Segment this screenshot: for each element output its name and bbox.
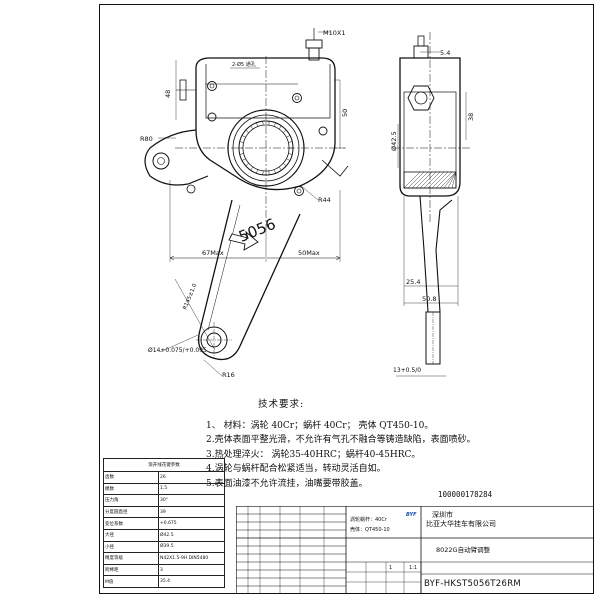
title-block: 涡轮蜗杆：40Cr 壳体：QT450-10 深圳市 比亚大华挂车有限公司 802… bbox=[236, 506, 594, 594]
drawing-code: BYF-HKST5056T26RM bbox=[424, 579, 522, 589]
dim-d14: Ø14+0.075/+0.095 bbox=[148, 347, 207, 354]
requirement-line: 5.表面油漆不允许流挂，油嘴要带胶盖。 bbox=[206, 478, 368, 489]
scale-ratio: 1:1 bbox=[409, 565, 418, 571]
technical-requirements: 技术要求: 1、 材料：涡轮 40Cr；蜗杆 40Cr； 壳体 QT450-10… bbox=[206, 398, 506, 492]
dim-13: 13+0.5/0 bbox=[393, 367, 421, 374]
dim-r80: R80 bbox=[140, 135, 153, 143]
dim-67max: 67Max bbox=[202, 249, 224, 257]
title-block-grid bbox=[236, 506, 594, 594]
dim-2-holes: 2-Ø5 通孔 bbox=[232, 61, 256, 68]
scale-sheet: 1 bbox=[389, 565, 393, 571]
dim-m10x1: M10X1 bbox=[323, 29, 345, 37]
dimension-labels: M10X1 5.4 2-Ø5 通孔 48 50 38 R80 R44 Ø42.5… bbox=[140, 29, 475, 379]
dim-38: 38 bbox=[467, 113, 475, 121]
requirement-line: 1、 材料：涡轮 40Cr；蜗杆 40Cr； 壳体 QT450-10。 bbox=[206, 420, 434, 431]
front-view bbox=[144, 28, 349, 377]
drawing-name: 8022G自动臂调整 bbox=[436, 546, 491, 554]
dim-50: 50 bbox=[341, 109, 349, 117]
document-number: 100000178284 bbox=[438, 490, 493, 499]
material-housing: 壳体：QT450-10 bbox=[350, 527, 390, 533]
company-logo: BYF bbox=[406, 512, 417, 518]
dim-5-4: 5.4 bbox=[440, 49, 450, 57]
requirement-line: 3.热处理淬火： 涡轮35-40HRC；蜗杆40-45HRC。 bbox=[206, 449, 421, 460]
dim-48: 48 bbox=[164, 90, 172, 98]
dim-r16: R16 bbox=[222, 371, 235, 379]
company-city: 深圳市 bbox=[432, 511, 453, 519]
material-worm: 涡轮蜗杆：40Cr bbox=[350, 517, 387, 523]
side-view bbox=[392, 32, 470, 377]
dim-25-4: 25.4 bbox=[406, 278, 420, 286]
dim-r44: R44 bbox=[318, 196, 331, 204]
requirements-title: 技术要求: bbox=[258, 399, 305, 410]
requirement-line: 4.涡轮与蜗杆配合松紧适当，转动灵活自如。 bbox=[206, 464, 386, 475]
company-name: 比亚大华挂车有限公司 bbox=[426, 520, 496, 528]
dim-50max: 50Max bbox=[298, 249, 320, 257]
dim-50-8: 50.8 bbox=[422, 295, 436, 303]
table-row: 变位系数+0.675 bbox=[103, 517, 225, 530]
table-header: 渐开线花键参数 bbox=[103, 458, 225, 472]
requirement-line: 2.壳体表面平整光滑，不允许有气孔不融合等铸造缺陷，表面喷砂。 bbox=[206, 435, 476, 446]
dim-d42-5: Ø42.5 bbox=[390, 131, 398, 151]
